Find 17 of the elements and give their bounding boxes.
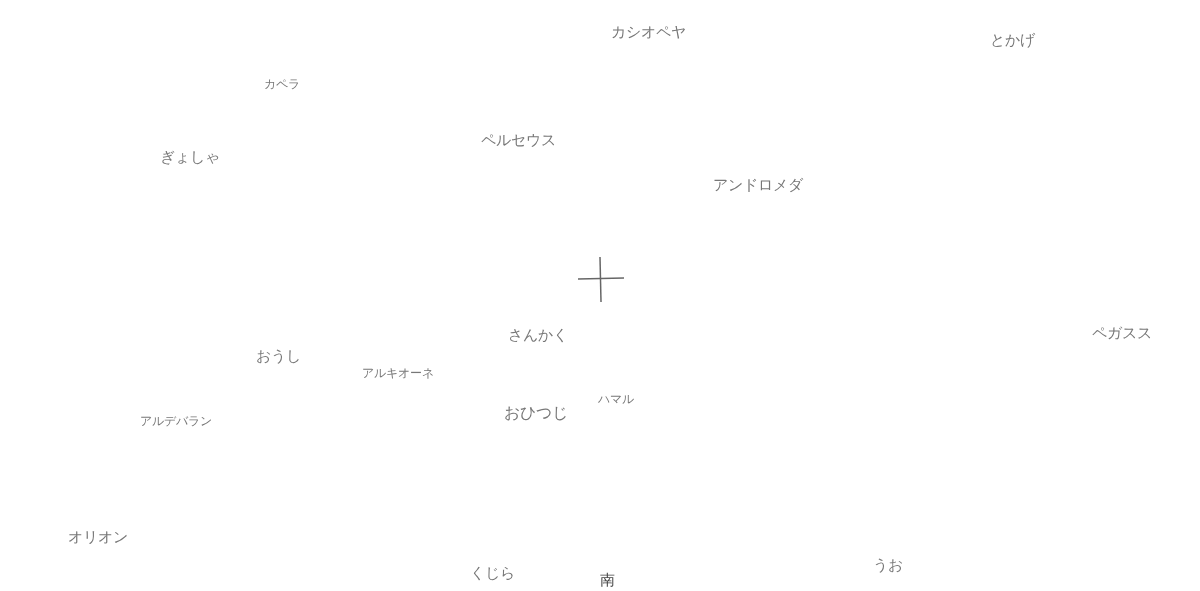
constellation-name: さんかく	[508, 326, 568, 344]
direction-label: 南	[599, 571, 615, 589]
star-name: アルデバラン	[140, 415, 212, 429]
constellation-name: ペガスス	[1092, 324, 1152, 342]
constellation-name: ペルセウス	[480, 131, 556, 149]
constellation-name: うお	[873, 556, 903, 574]
star-name: ハマル	[598, 393, 634, 407]
constellation-name: おひつじ	[504, 404, 568, 422]
star-name: アルキオーネ	[362, 367, 434, 381]
constellation-name: ぎょしゃ	[160, 148, 220, 166]
constellation-name: おうし	[255, 347, 301, 365]
constellation-name: くじら	[469, 564, 515, 582]
constellation-name: アンドロメダ	[713, 176, 803, 194]
constellation-name: とかげ	[989, 31, 1035, 49]
constellation-name: カシオペヤ	[610, 23, 686, 41]
constellation-name: オリオン	[68, 528, 128, 546]
star-name: カペラ	[264, 78, 300, 92]
